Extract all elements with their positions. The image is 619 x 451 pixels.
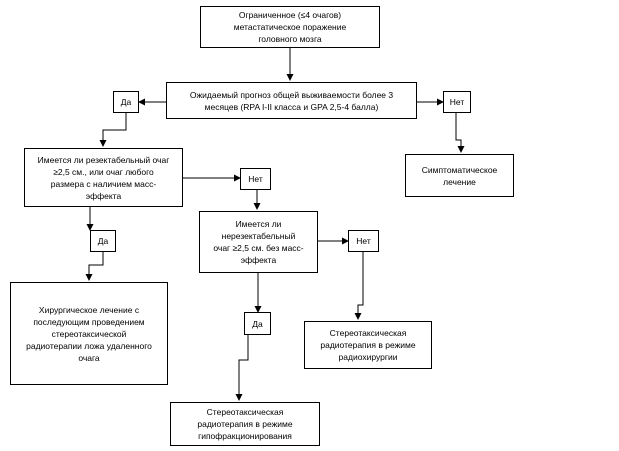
node-surgery: Хирургическое лечение с последующим пров… xyxy=(10,282,168,385)
node-resectable: Имеется ли резектабельный очаг ≥2,5 см.,… xyxy=(24,148,183,207)
node-symptomatic: Симптоматическое лечение xyxy=(405,154,514,197)
connector-yes-to-hypofractionation xyxy=(235,335,249,401)
connector-no-to-radiosurgery xyxy=(354,252,364,320)
node-radiosurgery: Стереотаксическая радиотерапия в режиме … xyxy=(304,321,432,369)
label-yes-resectable: Да xyxy=(90,230,116,252)
connector-no-to-symptomatic xyxy=(455,113,465,153)
connector-yes-to-resectable xyxy=(99,113,127,147)
connector-yes-to-surgery xyxy=(85,252,104,281)
node-prognosis: Ожидаемый прогноз общей выживаемости бол… xyxy=(166,82,417,119)
node-start: Ограниченное (≤4 очагов) метастатическое… xyxy=(200,6,380,48)
label-no-prognosis: Нет xyxy=(443,91,471,113)
label-yes-unresectable: Да xyxy=(244,312,271,335)
node-hypofractionation: Стереотаксическая радиотерапия в режиме … xyxy=(170,402,320,446)
node-unresectable: Имеется ли нерезектабельный очаг ≥2,5 см… xyxy=(199,211,318,273)
label-yes-prognosis: Да xyxy=(113,91,139,113)
label-no-resectable: Нет xyxy=(240,168,271,190)
label-no-unresectable: Нет xyxy=(348,230,379,252)
